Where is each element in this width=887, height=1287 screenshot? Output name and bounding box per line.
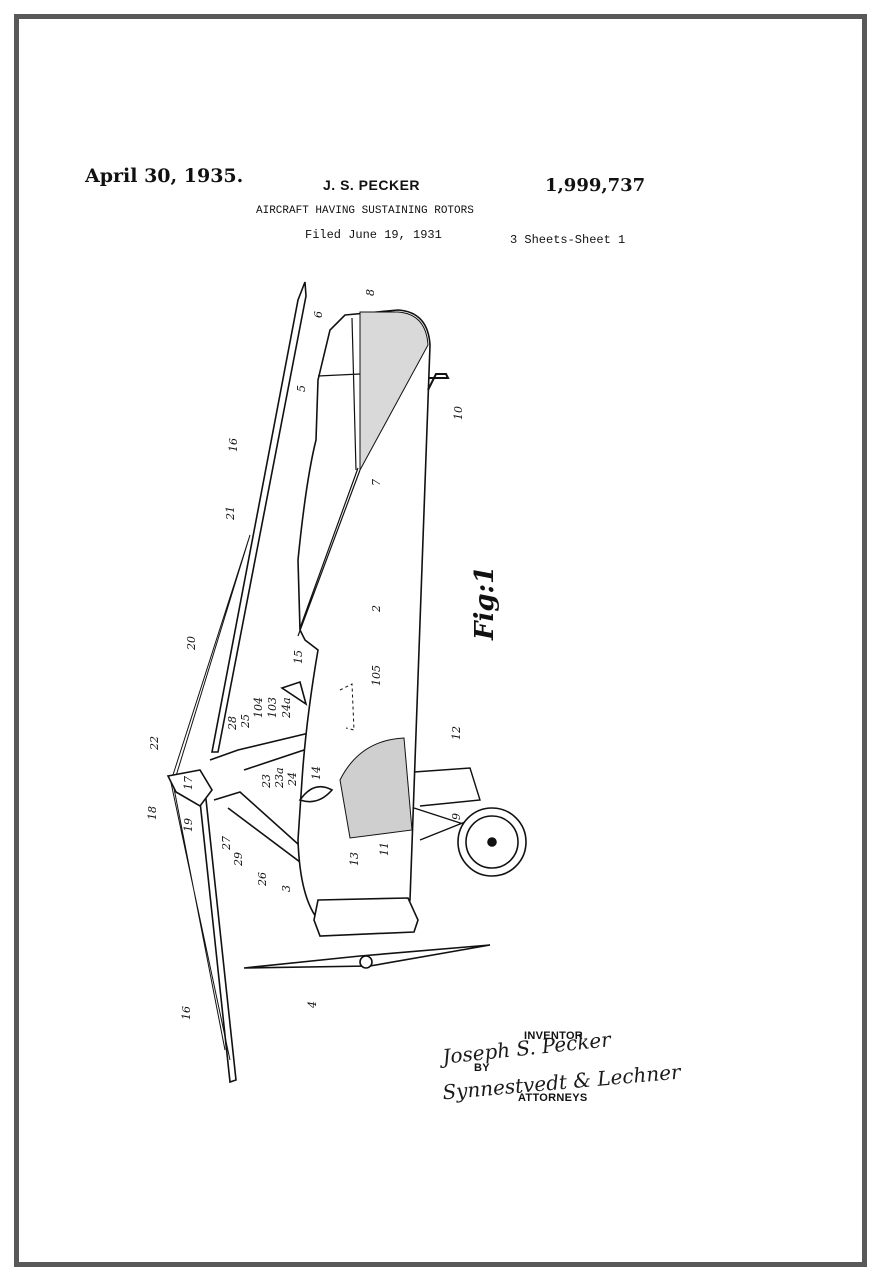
attorneys-label: ATTORNEYS (518, 1092, 588, 1104)
numeral: 103 (266, 697, 279, 718)
filing-date: Filed June 19, 1931 (305, 228, 442, 242)
nose-detail (298, 785, 334, 803)
wheel-inner (465, 815, 519, 869)
numeral: 25 (239, 714, 252, 729)
numeral: 15 (292, 650, 305, 664)
patent-title: AIRCRAFT HAVING SUSTAINING ROTORS (256, 205, 474, 217)
numeral: 3 (280, 885, 293, 892)
tail-skid (427, 373, 450, 391)
numeral: 5 (295, 385, 308, 392)
numeral: 27 (220, 836, 233, 851)
rotor-blade-lower (198, 788, 237, 1084)
tail-fin (359, 311, 429, 471)
numeral: 104 (252, 697, 265, 718)
reference-numerals: 8 6 5 10 7 16 21 2 20 15 105 104 103 24a… (146, 289, 465, 1020)
numeral: 9 (450, 813, 463, 820)
patent-number: 1,999,737 (545, 175, 646, 196)
numeral: 8 (364, 289, 377, 296)
sheet-count: 3 Sheets-Sheet 1 (510, 233, 626, 247)
numeral: 16 (227, 438, 240, 452)
numeral: 6 (312, 311, 325, 318)
wing-root (339, 737, 413, 839)
wheel-hub (487, 837, 497, 847)
numeral: 2 (370, 605, 383, 613)
numeral: 17 (182, 776, 195, 790)
numeral: 29 (232, 852, 245, 867)
page-border (14, 14, 867, 1267)
numeral: 28 (226, 716, 239, 731)
rotor-hub (166, 769, 213, 808)
by-label: BY (474, 1062, 490, 1074)
numeral: 24 (286, 772, 299, 787)
numeral: 12 (450, 726, 463, 740)
numeral: 16 (180, 1006, 193, 1020)
numeral: 22 (148, 736, 161, 751)
inventor-name: J. S. PECKER (323, 177, 421, 193)
numeral: 23a (273, 767, 286, 789)
patent-date: April 30, 1935. (85, 165, 244, 187)
numeral: 18 (146, 806, 159, 820)
numeral: 4 (306, 1001, 319, 1009)
numeral: 19 (182, 818, 195, 832)
figure-caption: Fig:1 (470, 565, 500, 640)
numeral: 21 (224, 506, 237, 521)
numeral: 24a (280, 697, 293, 719)
windshield (280, 680, 308, 706)
engine-cowling (313, 897, 419, 937)
stabilizer-line (297, 317, 361, 637)
numeral: 23 (260, 774, 273, 789)
numeral: 105 (370, 665, 383, 686)
numeral: 26 (256, 872, 269, 887)
numeral: 11 (378, 842, 391, 856)
inventor-label: INVENTOR (524, 1030, 584, 1042)
numeral: 20 (185, 636, 198, 651)
numeral: 14 (310, 766, 323, 780)
numeral: 7 (370, 479, 383, 486)
control-linkage (339, 683, 355, 731)
propeller-hub (359, 955, 373, 969)
numeral: 13 (348, 852, 361, 866)
numeral: 10 (452, 406, 465, 420)
rotor-blade-upper (211, 281, 307, 753)
